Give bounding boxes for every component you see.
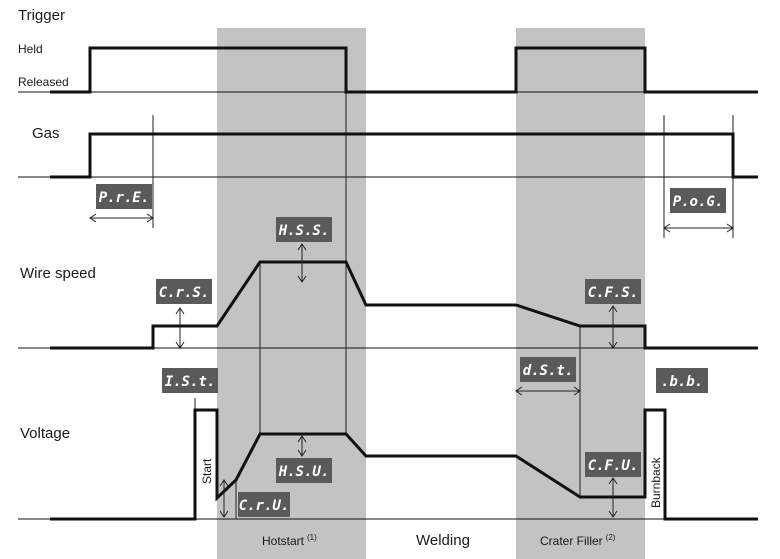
- cfu-arrow: [608, 477, 618, 518]
- cru-arrow: [219, 479, 229, 518]
- tag-crs: C.r.S.: [156, 279, 212, 304]
- label-released: Released: [18, 75, 69, 89]
- svg-text:.b.b.: .b.b.: [661, 374, 703, 390]
- tag-cru: C.r.U.: [238, 492, 290, 517]
- trigger-signal: [50, 46, 758, 94]
- svg-text:d.S.t.: d.S.t.: [523, 363, 574, 379]
- label-trigger: Trigger: [18, 7, 65, 24]
- crs-arrow: [175, 307, 185, 349]
- svg-text:H.S.S.: H.S.S.: [278, 223, 330, 239]
- hss-arrow: [297, 243, 307, 283]
- label-voltage: Voltage: [20, 425, 70, 442]
- voltage-signal: [50, 408, 758, 521]
- hsu-arrow: [297, 435, 307, 457]
- label-wire-speed: Wire speed: [20, 265, 96, 282]
- tag-hss: H.S.S.: [276, 217, 332, 242]
- tag-ist: I.S.t.: [162, 368, 218, 393]
- tag-cfu: C.F.U.: [585, 452, 641, 477]
- tag-hsu: H.S.U.: [276, 458, 332, 483]
- wire-speed-signal: [50, 260, 758, 350]
- label-gas: Gas: [32, 125, 60, 142]
- tag-dst: d.S.t.: [520, 357, 576, 382]
- svg-text:I.S.t.: I.S.t.: [165, 374, 216, 390]
- svg-text:P.r.E.: P.r.E.: [99, 190, 150, 206]
- tag-bb: .b.b.: [656, 368, 708, 393]
- label-hotstart: Hotstart(1): [262, 533, 317, 548]
- label-burnback: Burnback: [649, 456, 663, 508]
- pog-arrow: [663, 223, 734, 233]
- dst-arrow: [515, 386, 581, 396]
- tag-pre: P.r.E.: [96, 184, 152, 209]
- svg-text:C.r.S.: C.r.S.: [159, 285, 210, 301]
- tag-pog: P.o.G.: [670, 188, 726, 213]
- label-crater-filler: Crater Filler(2): [540, 533, 616, 548]
- svg-text:C.F.U.: C.F.U.: [588, 458, 639, 474]
- label-welding: Welding: [416, 532, 470, 549]
- label-start: Start: [200, 458, 214, 484]
- cfs-arrow: [608, 305, 618, 349]
- svg-text:P.o.G.: P.o.G.: [673, 194, 724, 210]
- svg-text:C.F.S.: C.F.S.: [588, 285, 639, 301]
- svg-text:H.S.U.: H.S.U.: [278, 464, 330, 480]
- tag-cfs: C.F.S.: [585, 279, 641, 304]
- svg-text:C.r.U.: C.r.U.: [239, 498, 290, 514]
- gas-signal: [50, 132, 758, 179]
- pre-arrow: [89, 213, 154, 223]
- label-held: Held: [18, 42, 43, 56]
